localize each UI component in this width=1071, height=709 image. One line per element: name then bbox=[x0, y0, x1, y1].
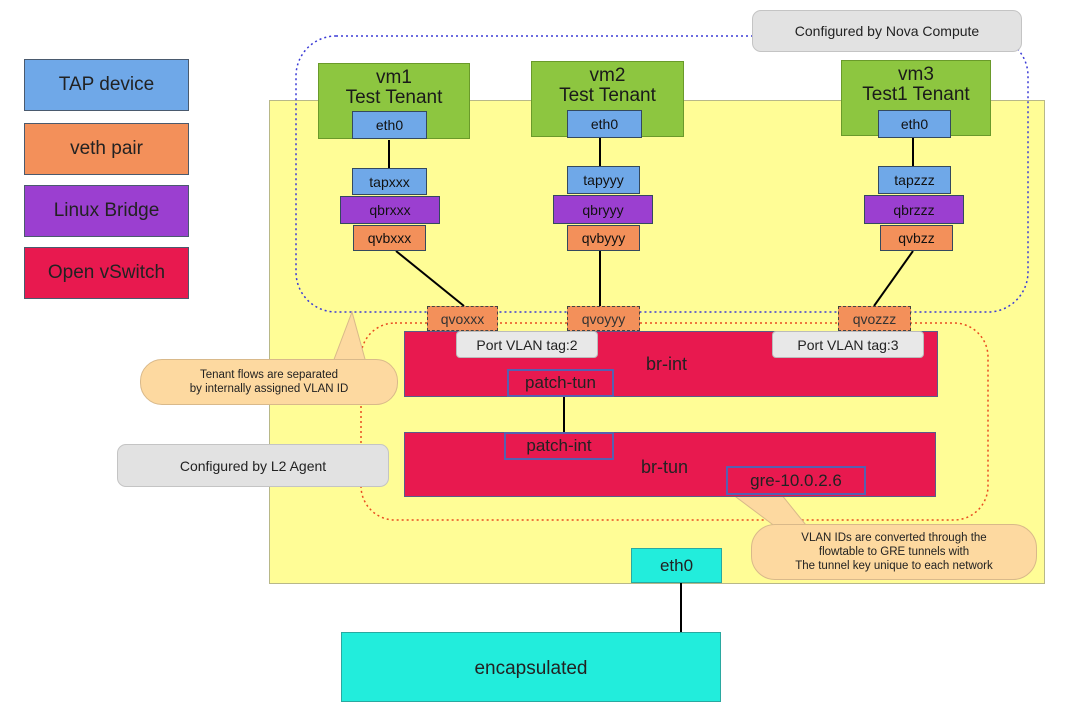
callout-line: flowtable to GRE tunnels with bbox=[818, 546, 970, 558]
br-int-label: br-int bbox=[646, 354, 688, 374]
vm-name: vm3 bbox=[898, 64, 934, 85]
vm2-qbr: qbryyy bbox=[553, 195, 653, 224]
gre-port: gre-10.0.2.6 bbox=[726, 466, 866, 495]
eth-label: eth0 bbox=[375, 117, 404, 133]
qvo-label: qvozzz bbox=[852, 310, 897, 327]
callout-line: Tenant flows are separated bbox=[199, 369, 339, 381]
tenant-flows-callout: Tenant flows are separated by internally… bbox=[140, 359, 398, 405]
legend-veth-pair: veth pair bbox=[24, 123, 189, 175]
callout-line: VLAN IDs are converted through the bbox=[801, 532, 987, 544]
legend-label: Linux Bridge bbox=[53, 200, 160, 221]
legend-label: Open vSwitch bbox=[47, 262, 166, 283]
legend-open-vswitch: Open vSwitch bbox=[24, 247, 189, 299]
callout-line: by internally assigned VLAN ID bbox=[189, 383, 349, 395]
host-eth0: eth0 bbox=[631, 548, 722, 583]
legend-tap-device: TAP device bbox=[24, 59, 189, 111]
legend-label: veth pair bbox=[70, 138, 143, 159]
qbr-label: qbryyy bbox=[582, 201, 624, 218]
vm1-qbr: qbrxxx bbox=[340, 196, 440, 224]
qbr-label: qbrzzz bbox=[893, 201, 935, 218]
port-vlan-tag-2: Port VLAN tag:2 bbox=[456, 331, 598, 358]
encapsulated-network: encapsulated bbox=[341, 632, 721, 702]
tap-label: tapzzz bbox=[894, 172, 935, 188]
qvb-label: qvbxxx bbox=[367, 230, 412, 246]
host-eth0-label: eth0 bbox=[659, 555, 694, 575]
vm3-qbr: qbrzzz bbox=[864, 195, 964, 224]
eth-label: eth0 bbox=[590, 116, 619, 132]
l2-agent-note: Configured by L2 Agent bbox=[117, 444, 389, 487]
vlan-gre-callout: VLAN IDs are converted through the flowt… bbox=[751, 524, 1037, 580]
qvo-label: qvoxxx bbox=[440, 310, 485, 327]
vm2-qvb: qvbyyy bbox=[567, 225, 640, 251]
vm3-qvb: qvbzz bbox=[880, 225, 953, 251]
vm2-tap: tapyyy bbox=[567, 166, 640, 194]
br-tun-bridge: br-tun bbox=[404, 432, 936, 497]
tap-label: tapxxx bbox=[369, 173, 410, 190]
nova-region-outline bbox=[295, 35, 1029, 313]
tap-label: tapyyy bbox=[583, 172, 624, 188]
vm1-eth0: eth0 bbox=[352, 111, 427, 139]
qbr-label: qbrxxx bbox=[369, 202, 411, 218]
eth-label: eth0 bbox=[900, 116, 929, 132]
vm2-qvo: qvoyyy bbox=[567, 306, 640, 331]
vm3-eth0: eth0 bbox=[878, 110, 951, 138]
vm-tenant: Test1 Tenant bbox=[862, 84, 970, 105]
vm3-tap: tapzzz bbox=[878, 166, 951, 194]
br-tun-label: br-tun bbox=[641, 457, 689, 477]
vm-name: vm1 bbox=[376, 67, 412, 88]
nova-compute-note-text: Configured by Nova Compute bbox=[794, 23, 980, 39]
tag-label: Port VLAN tag:3 bbox=[797, 336, 899, 353]
l2-agent-note-text: Configured by L2 Agent bbox=[179, 457, 327, 474]
vm1-qvo: qvoxxx bbox=[427, 306, 498, 331]
vm-tenant: Test Tenant bbox=[345, 87, 443, 108]
port-label: patch-int bbox=[526, 436, 592, 455]
legend-linux-bridge: Linux Bridge bbox=[24, 185, 189, 237]
qvo-label: qvoyyy bbox=[581, 310, 626, 327]
legend-label: TAP device bbox=[58, 74, 155, 95]
port-vlan-tag-3: Port VLAN tag:3 bbox=[772, 331, 924, 358]
patch-tun-port: patch-tun bbox=[507, 369, 614, 397]
vm-tenant: Test Tenant bbox=[559, 85, 656, 106]
port-label: gre-10.0.2.6 bbox=[750, 470, 842, 490]
network-label: encapsulated bbox=[474, 658, 588, 679]
vm2-eth0: eth0 bbox=[567, 110, 642, 138]
vm1-qvb: qvbxxx bbox=[353, 225, 426, 251]
qvb-label: qvbyyy bbox=[581, 230, 626, 246]
nova-compute-note: Configured by Nova Compute bbox=[752, 10, 1022, 52]
port-label: patch-tun bbox=[525, 373, 596, 392]
vm1-tap: tapxxx bbox=[352, 168, 427, 195]
patch-int-port: patch-int bbox=[504, 432, 614, 460]
vm3-qvo: qvozzz bbox=[838, 306, 911, 331]
qvb-label: qvbzz bbox=[898, 230, 935, 246]
vm-name: vm2 bbox=[589, 65, 626, 86]
tag-label: Port VLAN tag:2 bbox=[476, 336, 578, 353]
callout-line: The tunnel key unique to each network bbox=[795, 560, 993, 572]
l2agent-region-outline bbox=[360, 322, 989, 521]
